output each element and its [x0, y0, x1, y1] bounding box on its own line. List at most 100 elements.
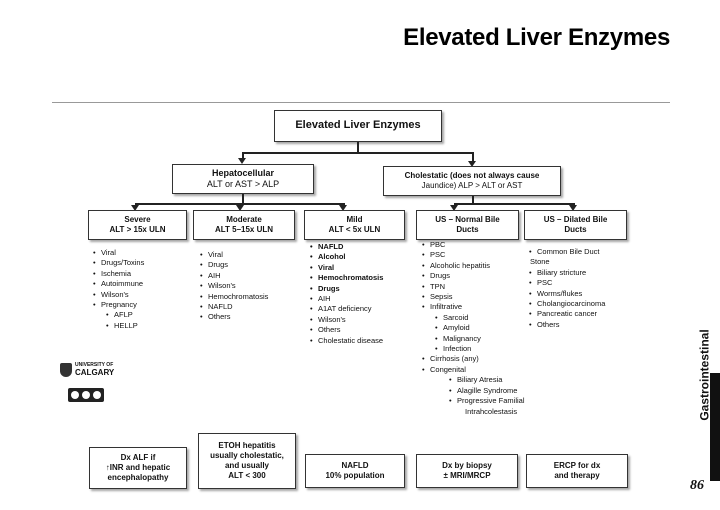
connector	[242, 152, 244, 159]
footer-box-etoh: ETOH hepatitis usually cholestatic, and …	[198, 433, 296, 489]
severe-box: Severe ALT > 15x ULN	[88, 210, 187, 240]
connector	[357, 142, 359, 152]
list-item: Hemochromatosis	[199, 292, 293, 303]
dilated-ducts-title-2: Ducts	[564, 225, 587, 234]
cholestatic-box: Cholestatic (does not always cause Jaund…	[383, 166, 561, 196]
footer-box-biopsy: Dx by biopsy ± MRI/MRCP	[416, 454, 518, 488]
arrow	[468, 161, 476, 167]
list-item: Others	[309, 325, 409, 336]
footer-box-ercp: ERCP for dx and therapy	[526, 454, 628, 488]
arrow	[450, 205, 458, 211]
dilated-ducts-title-1: US – Dilated Bile	[543, 215, 608, 224]
footer-line: ± MRI/MRCP	[443, 471, 491, 480]
list-item: Alcoholic hepatitis	[421, 261, 531, 272]
page-number: 86	[690, 478, 704, 493]
list-item: Cholestatic disease	[309, 336, 409, 347]
list-item: Alcohol	[309, 252, 409, 263]
list-item: TPN	[421, 282, 531, 293]
footer-line: and therapy	[554, 471, 600, 480]
connector	[472, 152, 474, 162]
list-item: AIH	[309, 294, 409, 305]
list-subitem: AFLP	[92, 310, 184, 321]
root-box: Elevated Liver Enzymes	[274, 110, 442, 142]
root-label: Elevated Liver Enzymes	[295, 119, 421, 132]
cholestatic-line1: Cholestatic (does not always cause	[404, 171, 540, 180]
normal-ducts-title-2: Ducts	[456, 225, 479, 234]
page-title: Elevated Liver Enzymes	[403, 24, 670, 51]
normal-ducts-list: PBC PSC Alcoholic hepatitis Drugs TPN Se…	[421, 240, 531, 417]
list-item: Biliary stricture	[528, 268, 638, 279]
section-tab	[710, 373, 720, 481]
list-item: Wilson's	[92, 290, 184, 301]
footer-line: Dx ALF if	[120, 453, 156, 462]
list-item: Viral	[92, 248, 184, 259]
normal-ducts-title-1: US – Normal Bile	[435, 215, 500, 224]
list-subitem: HELLP	[92, 321, 184, 332]
list-subitem: Progressive Familial	[421, 396, 531, 407]
list-item: Viral	[309, 263, 409, 274]
moderate-title: Moderate	[226, 215, 262, 224]
hepatocellular-sub: ALT or AST > ALP	[206, 179, 280, 189]
footer-line: usually cholestatic,	[210, 451, 284, 460]
list-item: PSC	[528, 278, 638, 289]
arrow	[569, 205, 577, 211]
footer-line: encephalopathy	[107, 473, 169, 482]
list-item: Congenital	[421, 365, 531, 376]
list-item: Cholangiocarcinoma	[528, 299, 638, 310]
arrow	[238, 158, 246, 164]
footer-box-alf: Dx ALF if ↑INR and hepatic encephalopath…	[89, 447, 187, 489]
logo-line2: CALGARY	[75, 368, 115, 377]
crest-icon	[60, 362, 72, 377]
footer-line: and usually	[224, 461, 269, 470]
mild-box: Mild ALT < 5x ULN	[304, 210, 405, 240]
list-subitem-cont: Intrahcolestasis	[465, 406, 518, 416]
moderate-list: Viral Drugs AIH Wilson's Hemochromatosis…	[199, 250, 293, 323]
list-item: Viral	[199, 250, 293, 261]
list-item: Wilson's	[309, 315, 409, 326]
connector	[242, 152, 473, 154]
list-item: Infiltrative	[421, 302, 531, 313]
list-item: Drugs	[421, 271, 531, 282]
header-divider	[52, 102, 670, 103]
arrow	[131, 205, 139, 211]
list-item: Drugs/Toxins	[92, 258, 184, 269]
dilated-ducts-box: US – Dilated Bile Ducts	[524, 210, 627, 240]
list-item: Cirrhosis (any)	[421, 354, 531, 365]
list-item: Others	[199, 312, 293, 323]
footer-line: 10% population	[325, 471, 385, 480]
footer-line: NAFLD	[341, 461, 369, 470]
list-item: Common Bile Duct	[528, 247, 638, 258]
list-subitem: Infection	[421, 344, 531, 355]
list-item: Drugs	[199, 260, 293, 271]
footer-line: ERCP for dx	[553, 461, 601, 470]
list-item: PBC	[421, 240, 531, 251]
list-item: A1AT deficiency	[309, 304, 409, 315]
footer-line: ↑INR and hepatic	[105, 463, 171, 472]
list-item: Others	[528, 320, 638, 331]
normal-ducts-box: US – Normal Bile Ducts	[416, 210, 519, 240]
severe-title: Severe	[124, 215, 151, 224]
mild-title: Mild	[346, 215, 363, 224]
list-item: Sepsis	[421, 292, 531, 303]
cholestatic-line2: Jaundice) ALP > ALT or AST	[421, 181, 523, 190]
footer-line: ETOH hepatitis	[218, 441, 276, 450]
mild-list: NAFLD Alcohol Viral Hemochromatosis Drug…	[309, 242, 409, 346]
connector	[454, 203, 574, 205]
list-subitem: Alagille Syndrome	[421, 386, 531, 397]
list-item: AIH	[199, 271, 293, 282]
severe-list: Viral Drugs/Toxins Ischemia Autoimmune W…	[92, 248, 184, 332]
connector	[135, 203, 344, 205]
arrow	[236, 205, 244, 211]
list-subitem: Malignancy	[421, 334, 531, 345]
footer-box-nafld: NAFLD 10% population	[305, 454, 405, 488]
hepatocellular-title: Hepatocellular	[211, 167, 275, 178]
footer-line: ALT < 300	[228, 471, 266, 480]
list-subitem: Amyloid	[421, 323, 531, 334]
list-item: Ischemia	[92, 269, 184, 280]
list-item: Autoimmune	[92, 279, 184, 290]
list-item: Worms/flukes	[528, 289, 638, 300]
list-subitem: Biliary Atresia	[421, 375, 531, 386]
logo-line1: UNIVERSITY OF	[75, 362, 114, 368]
list-item: Wilson's	[199, 281, 293, 292]
list-item: NAFLD	[199, 302, 293, 313]
